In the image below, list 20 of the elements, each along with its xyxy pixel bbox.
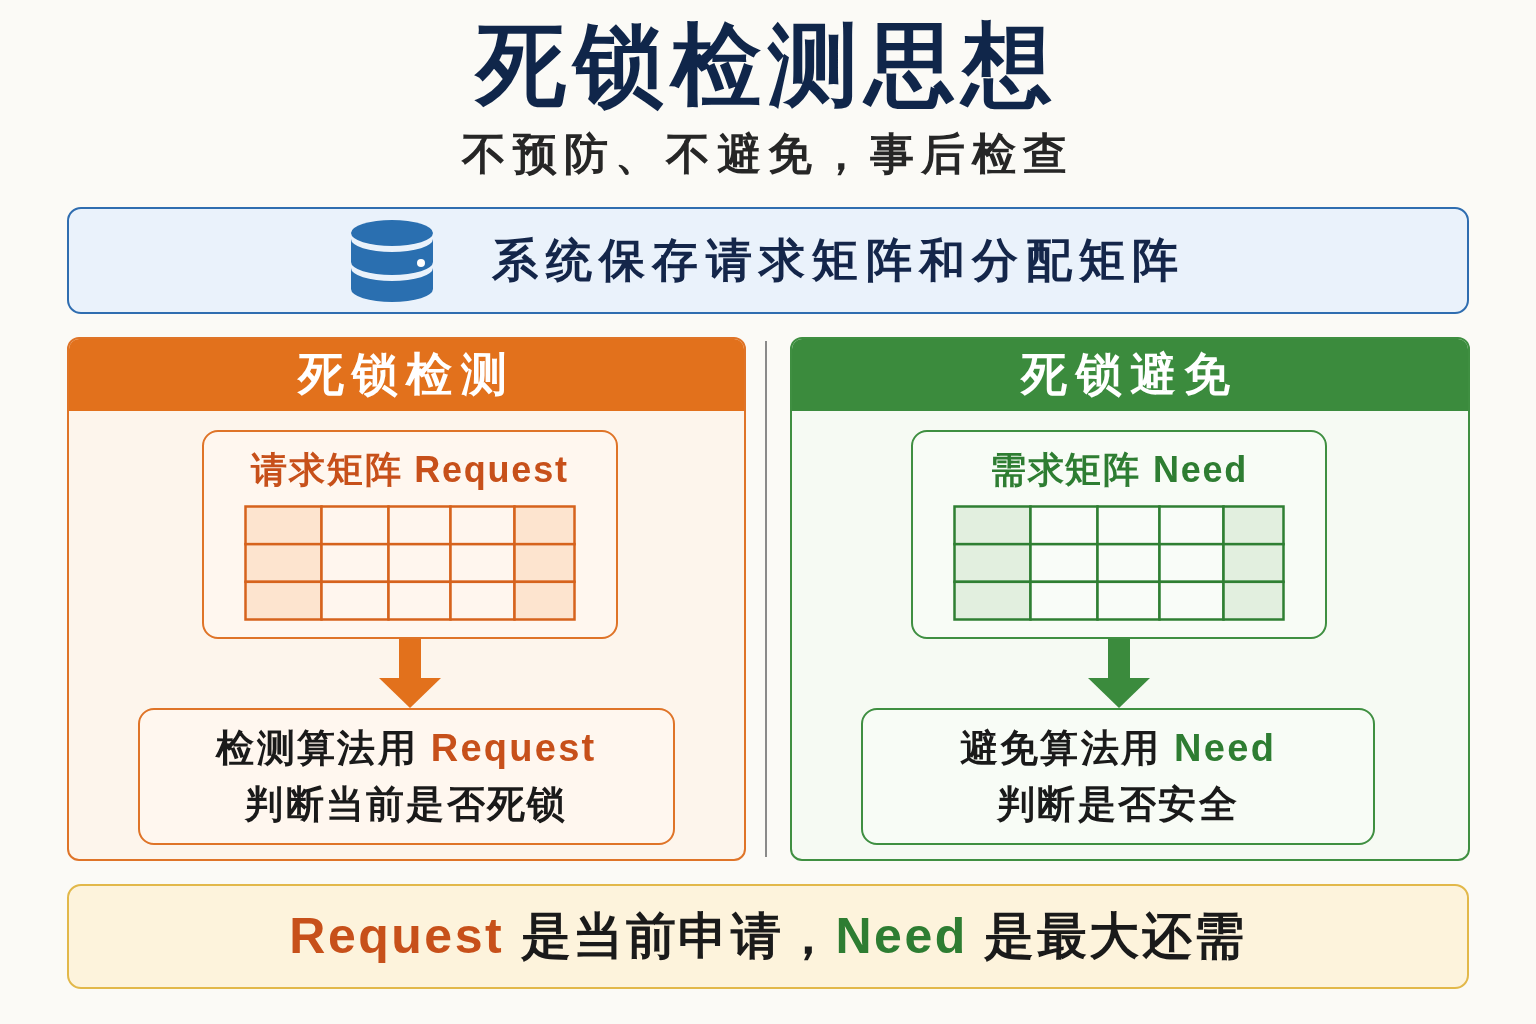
result-box	[861, 708, 1375, 845]
panel-header: 死锁避免	[792, 339, 1468, 411]
banner-text: 系统保存请求矩阵和分配矩阵	[492, 232, 1186, 288]
matrix-title: 请求矩阵 Request	[251, 448, 569, 492]
result-text: 检测算法用 Request判断当前是否死锁	[214, 726, 598, 827]
result-text: 避免算法用 Need判断是否安全	[958, 726, 1278, 827]
arrow	[379, 639, 441, 708]
panel-header: 死锁检测	[69, 339, 744, 411]
note-text: Request 是当前申请，Need 是最大还需	[289, 907, 1247, 966]
info-banner	[67, 207, 1469, 314]
result-box	[138, 708, 675, 845]
matrix-card	[202, 430, 618, 639]
matrix-card	[911, 430, 1327, 639]
section-panel	[790, 337, 1470, 861]
section-panel	[67, 337, 746, 861]
title: 死锁检测思想	[476, 14, 1060, 117]
arrow	[1088, 639, 1150, 708]
matrix-title: 需求矩阵 Need	[989, 448, 1249, 492]
note-banner	[67, 884, 1469, 989]
subtitle: 不预防、不避免，事后检查	[461, 128, 1075, 180]
